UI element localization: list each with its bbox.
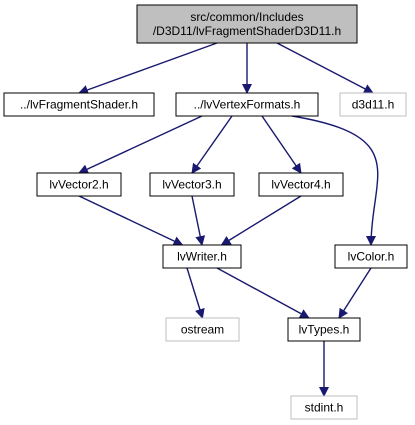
node-vector4[interactable]: lvVector4.h <box>258 172 344 197</box>
node-vector3-label: lvVector3.h <box>162 178 221 192</box>
node-vertexformats-box <box>175 92 319 117</box>
node-ostream-box <box>165 317 240 342</box>
node-root-label: src/common/Includes <box>190 10 303 24</box>
node-root-label: /D3D11/lvFragmentShaderD3D11.h <box>153 24 341 38</box>
edge-vertexformats-to-vector2 <box>78 115 203 174</box>
edge-writer-to-ostream <box>186 267 205 319</box>
node-vertexformats[interactable]: ../lvVertexFormats.h <box>175 92 319 117</box>
node-stdint: stdint.h <box>290 395 358 420</box>
node-vector3-box <box>149 172 235 197</box>
node-writer[interactable]: lvWriter.h <box>162 244 242 269</box>
edge-vector3-to-writer <box>191 195 206 246</box>
node-vector3[interactable]: lvVector3.h <box>149 172 235 197</box>
edge-writer-to-types <box>216 267 310 319</box>
node-d3d11: d3d11.h <box>339 92 407 117</box>
node-root-box <box>136 4 358 44</box>
node-fragshader[interactable]: ../lvFragmentShader.h <box>3 92 155 117</box>
node-vector4-box <box>258 172 344 197</box>
node-types-box <box>287 317 361 342</box>
node-color-label: lvColor.h <box>348 250 395 264</box>
node-color[interactable]: lvColor.h <box>334 244 408 269</box>
edge-vertexformats-to-color <box>291 115 379 246</box>
node-stdint-label: stdint.h <box>305 401 344 415</box>
node-fragshader-box <box>3 92 155 117</box>
node-vector2-box <box>36 172 122 197</box>
edge-vertexformats-to-vector3 <box>191 115 233 174</box>
node-vector4-label: lvVector4.h <box>271 178 330 192</box>
node-writer-box <box>162 244 242 269</box>
node-color-box <box>334 244 408 269</box>
edge-root-to-fragshader <box>78 42 218 95</box>
edge-root-to-d3d11 <box>276 42 374 94</box>
node-writer-label: lvWriter.h <box>177 250 227 264</box>
edge-vector2-to-writer <box>78 195 184 246</box>
edge-color-to-types <box>338 267 372 319</box>
node-ostream: ostream <box>165 317 240 342</box>
node-vector2[interactable]: lvVector2.h <box>36 172 122 197</box>
node-vertexformats-label: ../lvVertexFormats.h <box>194 98 301 112</box>
node-stdint-box <box>290 395 358 420</box>
node-vector2-label: lvVector2.h <box>49 178 108 192</box>
node-root[interactable]: src/common/Includes/D3D11/lvFragmentShad… <box>136 4 358 44</box>
node-ostream-label: ostream <box>181 323 224 337</box>
node-d3d11-label: d3d11.h <box>352 98 395 112</box>
edge-vector4-to-writer <box>220 195 302 246</box>
node-types[interactable]: lvTypes.h <box>287 317 361 342</box>
node-fragshader-label: ../lvFragmentShader.h <box>20 98 138 112</box>
node-d3d11-box <box>339 92 407 117</box>
node-types-label: lvTypes.h <box>299 323 350 337</box>
edge-vertexformats-to-vector4 <box>261 115 302 174</box>
